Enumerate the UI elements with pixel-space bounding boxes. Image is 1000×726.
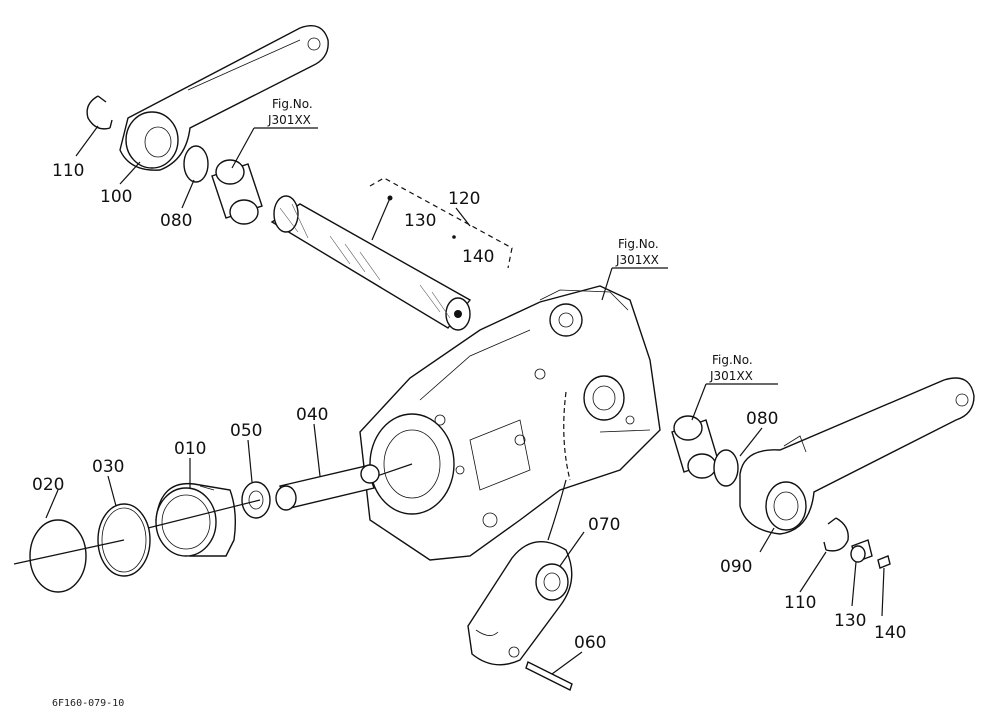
callout-130-right: 130 <box>834 611 866 631</box>
piston-rod-040 <box>275 464 380 511</box>
callout-080-upper: 080 <box>160 211 192 231</box>
bushing-upper <box>211 159 263 225</box>
lift-arm-right <box>739 377 975 535</box>
drawing-code: 6F160-079-10 <box>52 698 124 709</box>
callout-040: 040 <box>296 405 328 425</box>
callout-020: 020 <box>32 475 64 495</box>
callout-130-upper: 130 <box>404 211 436 231</box>
piston-010 <box>155 482 237 557</box>
callout-080-right: 080 <box>746 409 778 429</box>
o-ring-020 <box>29 519 87 593</box>
callout-120: 120 <box>448 189 480 209</box>
callout-090: 090 <box>720 557 752 577</box>
figref-2-top: Fig.No. <box>618 237 659 251</box>
callout-070: 070 <box>588 515 620 535</box>
figref-1-top: Fig.No. <box>272 97 313 111</box>
callout-100: 100 <box>100 187 132 207</box>
figref-3-bottom: J301XX <box>709 369 753 383</box>
pin-060 <box>525 661 573 691</box>
group-bracket-120 <box>369 177 513 269</box>
callout-140-right: 140 <box>874 623 906 643</box>
figref-2-bottom: J301XX <box>615 253 659 267</box>
lift-arm-left <box>119 25 329 171</box>
callout-030: 030 <box>92 457 124 477</box>
circlip-110-right <box>823 517 849 552</box>
o-ring-080-right <box>713 449 739 487</box>
seal-050 <box>241 481 271 519</box>
collar-130 <box>850 539 873 563</box>
lift-shaft-120 <box>270 195 472 331</box>
callout-110-right: 110 <box>784 593 816 613</box>
arm-070 <box>467 541 573 666</box>
figref-3-top: Fig.No. <box>712 353 753 367</box>
callout-060: 060 <box>574 633 606 653</box>
hydraulic-cylinder-housing <box>329 285 661 561</box>
circlip-110-upper <box>86 95 113 130</box>
o-ring-080-upper <box>183 145 209 183</box>
figref-1-bottom: J301XX <box>267 113 311 127</box>
callout-140-upper: 140 <box>462 247 494 267</box>
callout-010: 010 <box>174 439 206 459</box>
leader-lines <box>45 125 885 675</box>
key-140 <box>877 555 891 569</box>
bushing-right <box>671 415 719 479</box>
callout-110-upper: 110 <box>52 161 84 181</box>
callout-050: 050 <box>230 421 262 441</box>
